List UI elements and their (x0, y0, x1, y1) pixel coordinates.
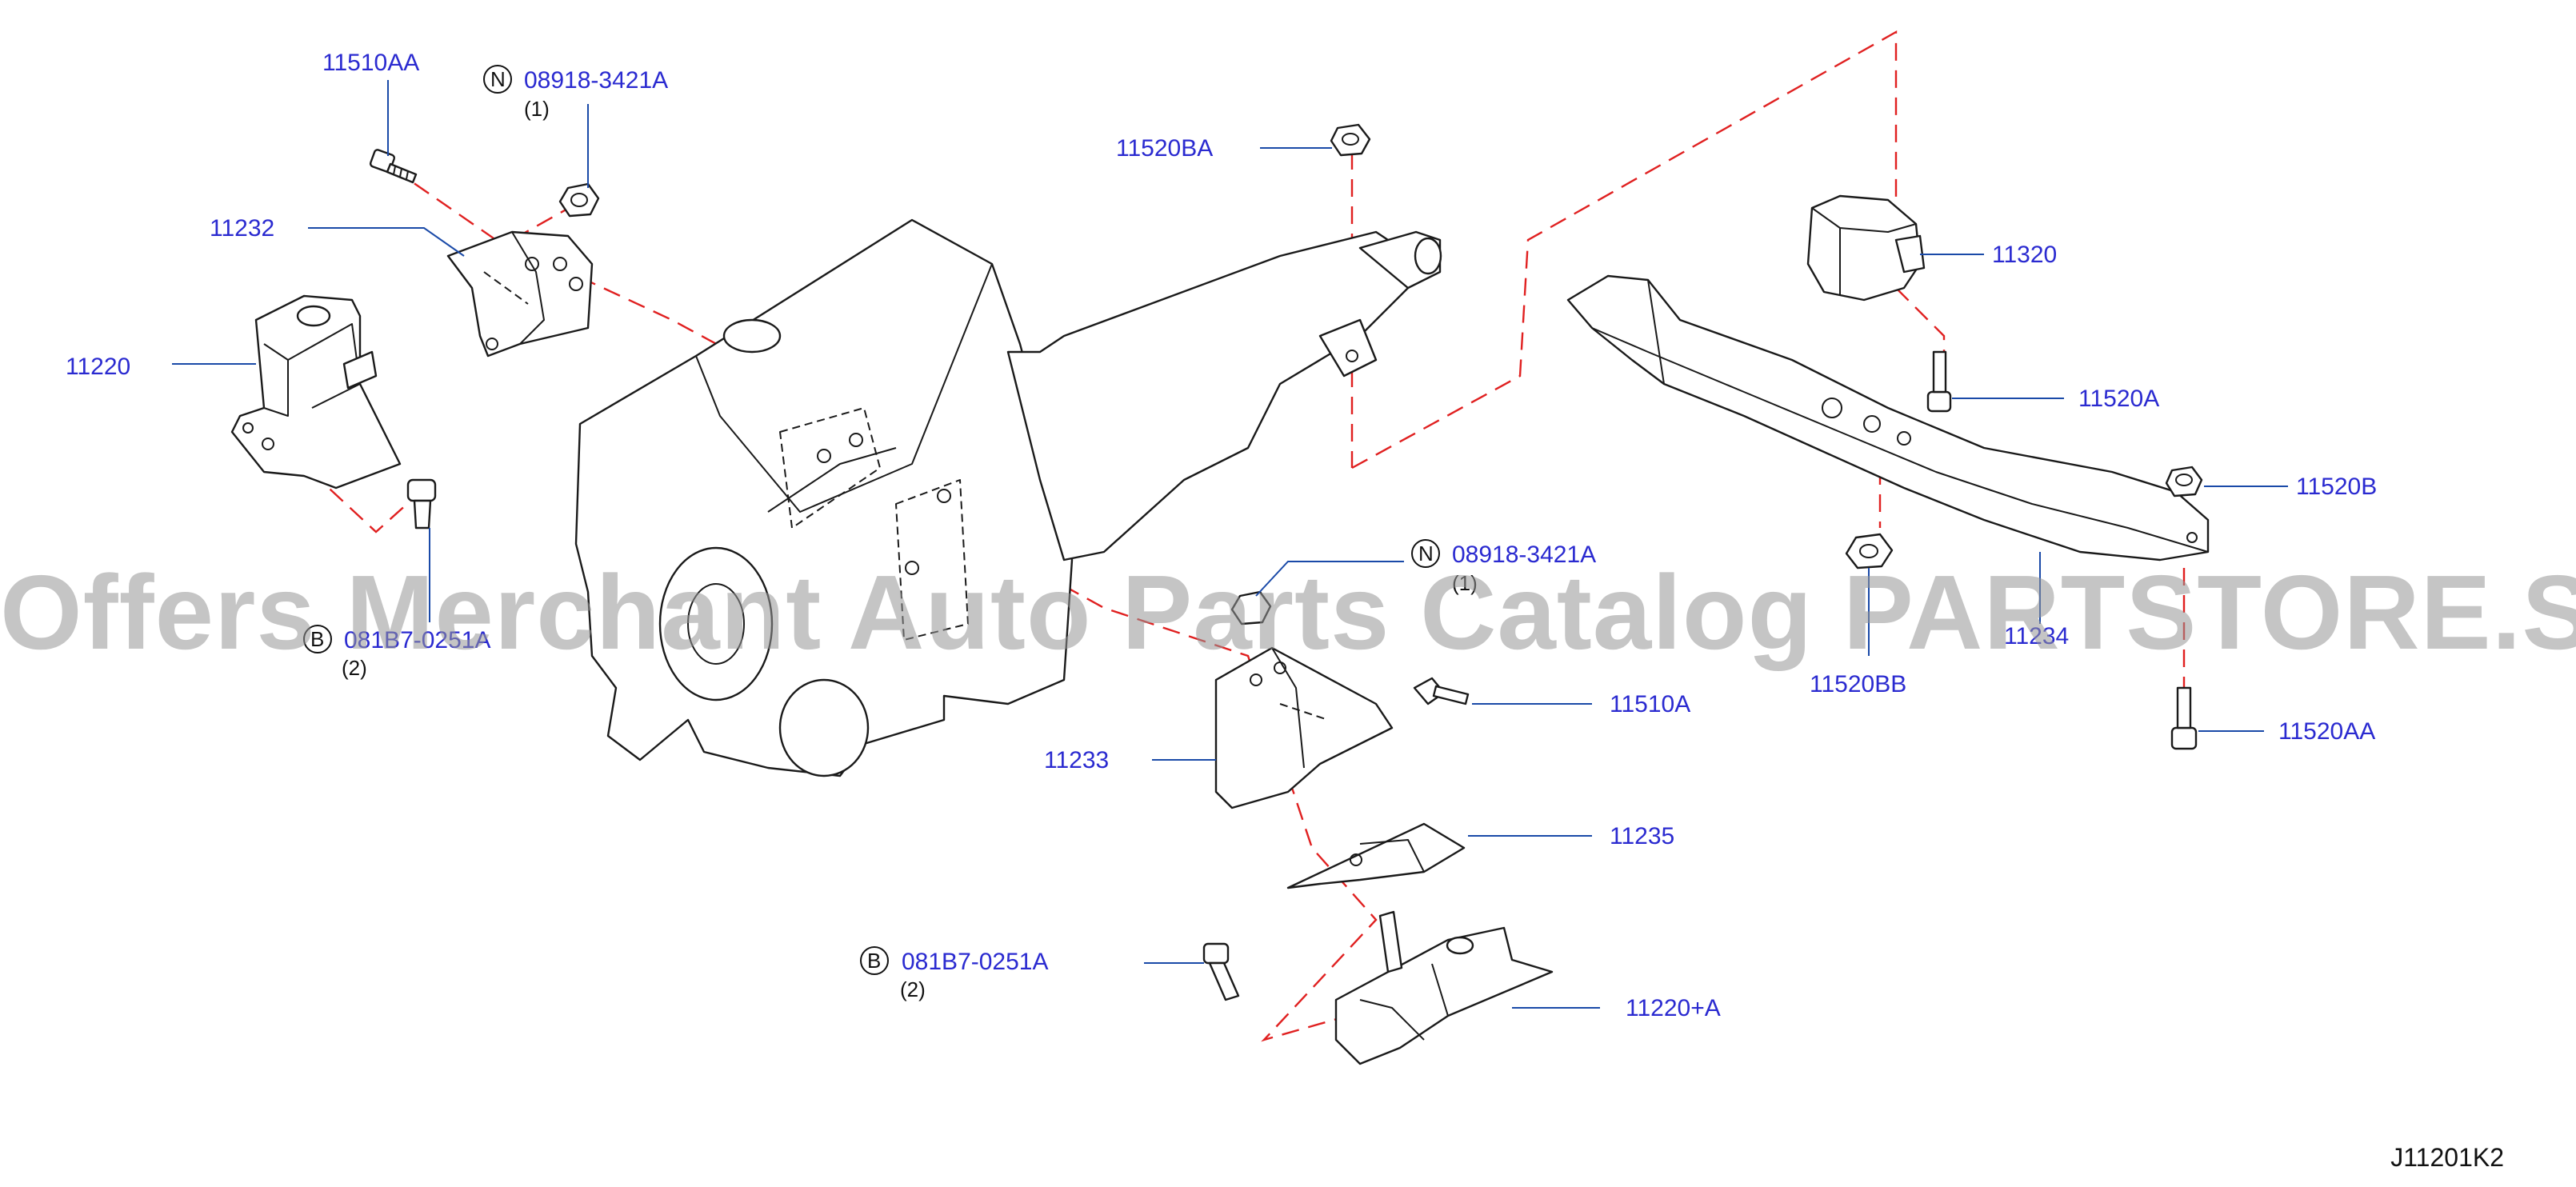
engine-mount-pad-right (895, 479, 969, 641)
callout-label-081B7-0251A-bottom[interactable]: 081B7-0251A (902, 949, 1049, 975)
callout-label-11232[interactable]: 11232 (210, 215, 274, 242)
engine-head-edge (695, 263, 993, 513)
leader-lines (172, 80, 2288, 1009)
callout-label-11234[interactable]: 11234 (2004, 623, 2069, 649)
part-081B7-0251A-bolt-bottom (1202, 942, 1240, 1001)
front-pulley (658, 546, 774, 701)
callout-qty: (1) (524, 97, 550, 121)
callout-prefix: N (490, 67, 506, 91)
callout-label-11520BA[interactable]: 11520BA (1116, 135, 1213, 162)
callout-label-11320[interactable]: 11320 (1992, 242, 2057, 268)
mount-hole (817, 449, 831, 463)
callout-qty: (2) (342, 656, 367, 680)
guide-right-bracket (943, 518, 1378, 1042)
engine-mount-pad-left (779, 407, 881, 529)
part-11520A-bolt (1926, 350, 1952, 413)
engine-rib (767, 447, 897, 513)
callout-label-11233[interactable]: 11233 (1044, 747, 1109, 773)
part-11520BB-nut (1845, 533, 1894, 570)
part-11520BA-nut (1330, 123, 1371, 157)
callout-prefix: N (1418, 542, 1434, 566)
transmission-mount-boss (1318, 318, 1378, 378)
part-08918-3421A-nut-mid (1230, 590, 1272, 625)
b-marker-icon (860, 946, 889, 975)
engine-transmission-assembly (574, 218, 1442, 777)
callout-label-08918-3421A-top[interactable]: 08918-3421A (524, 67, 668, 94)
part-callouts: 11510AA N 08918-3421A (1) 11232 11220 B … (66, 50, 2377, 1021)
tailshaft-end (1414, 237, 1442, 275)
part-11510AA-bolt (369, 149, 418, 184)
callout-label-11520B[interactable]: 11520B (2296, 474, 2377, 500)
part-11320-rear-mount (1806, 194, 1926, 302)
callout-label-11520AA[interactable]: 11520AA (2278, 718, 2375, 745)
transmission-case (1006, 230, 1410, 562)
part-11235-plate (1286, 822, 1466, 889)
part-11220-insulator-left (230, 294, 402, 490)
mount-hole (937, 489, 951, 503)
part-11234-crossmember (1566, 274, 2210, 562)
b-marker-icon (303, 625, 332, 653)
part-11520B-nut (2165, 466, 2203, 498)
callout-label-08918-3421A-mid[interactable]: 08918-3421A (1452, 542, 1596, 568)
mount-hole (849, 433, 863, 447)
part-081B7-0251A-bolt-left (406, 478, 437, 530)
callout-qty: (2) (900, 977, 926, 1001)
part-11220-A-insulator-right (1334, 910, 1554, 1065)
part-11520AA-bolt (2170, 686, 2198, 750)
assembly-guide-lines (271, 30, 2186, 1042)
oil-filler-cap (722, 318, 782, 354)
part-11233-bracket (1214, 646, 1394, 809)
callout-label-11235[interactable]: 11235 (1610, 823, 1674, 849)
guide-crossmember-outline (1351, 30, 1898, 470)
callout-label-11220-A[interactable]: 11220+A (1626, 995, 1721, 1021)
front-pulley-hub (687, 583, 745, 665)
callout-prefix: B (867, 949, 881, 973)
callout-label-11510AA[interactable]: 11510AA (322, 50, 419, 76)
n-marker-icon (1411, 539, 1440, 568)
callout-label-11520A[interactable]: 11520A (2078, 386, 2159, 412)
part-11232-bracket (446, 230, 594, 358)
part-08918-3421A-nut-top (558, 182, 600, 218)
mount-hole (1346, 350, 1358, 362)
part-11510A-bolt (1413, 677, 1470, 705)
callout-label-11520BB[interactable]: 11520BB (1810, 671, 1906, 697)
n-marker-icon (483, 65, 512, 94)
callout-label-11220[interactable]: 11220 (66, 354, 130, 380)
callout-label-11510A[interactable]: 11510A (1610, 691, 1690, 717)
callout-prefix: B (310, 627, 324, 651)
mount-hole (905, 561, 919, 575)
callout-label-081B7-0251A-left[interactable]: 081B7-0251A (344, 627, 491, 653)
drawing-code: J11201K2 (2390, 1143, 2504, 1172)
callout-qty: (1) (1452, 571, 1478, 595)
oil-filter (778, 678, 870, 777)
